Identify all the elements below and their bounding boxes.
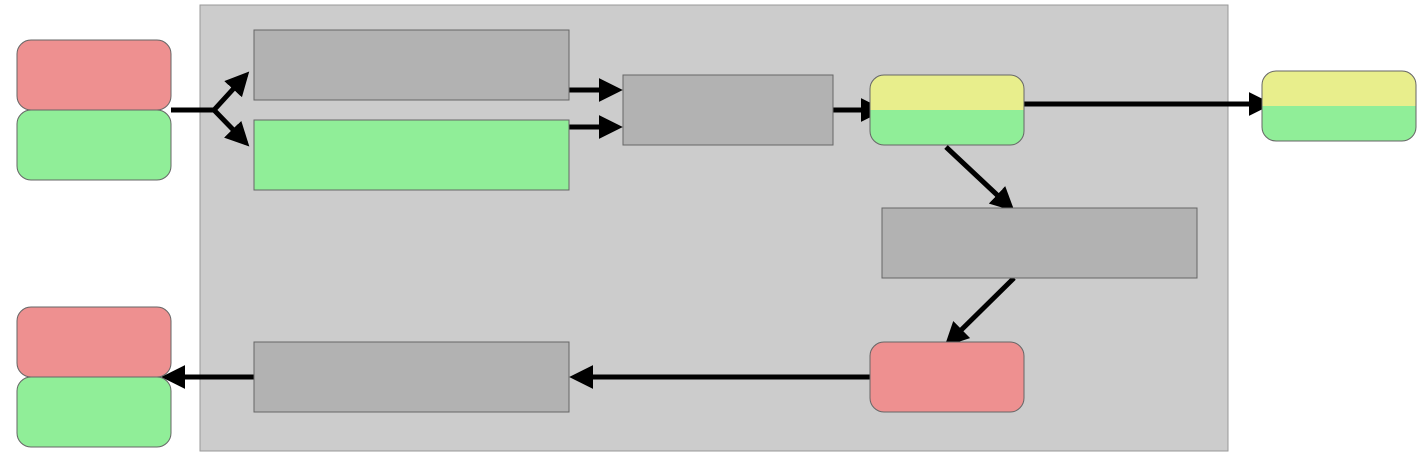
yellow-green-node-right — [1261, 70, 1417, 142]
red-node-bottom — [869, 341, 1025, 413]
arrow-input-left-to-green-box-left — [212, 108, 250, 147]
output-green-left — [16, 376, 172, 448]
gray-box-right — [881, 207, 1198, 279]
yellow-green-node-center-top-half — [870, 75, 1024, 110]
gray-box-bottom-left — [253, 341, 570, 413]
input-red-left — [16, 39, 172, 111]
gray-box-middle — [622, 74, 834, 146]
yellow-green-node-center-bottom-half — [870, 110, 1024, 145]
input-green-left — [16, 109, 172, 181]
arrow-gray-box-right-to-red-node-bottom — [944, 276, 1016, 347]
yellow-green-node-center — [869, 74, 1025, 146]
yellow-green-node-right-outline — [1261, 70, 1417, 142]
arrow-yellow-green-node-center-to-gray-box-right — [944, 145, 1015, 212]
yellow-green-node-right-top-half — [1262, 71, 1416, 106]
green-box-left — [253, 119, 570, 191]
gray-box-top-left — [253, 29, 570, 101]
yellow-green-node-right-bottom-half — [1262, 106, 1416, 141]
output-red-left — [16, 306, 172, 378]
yellow-green-node-center-outline — [869, 74, 1025, 146]
